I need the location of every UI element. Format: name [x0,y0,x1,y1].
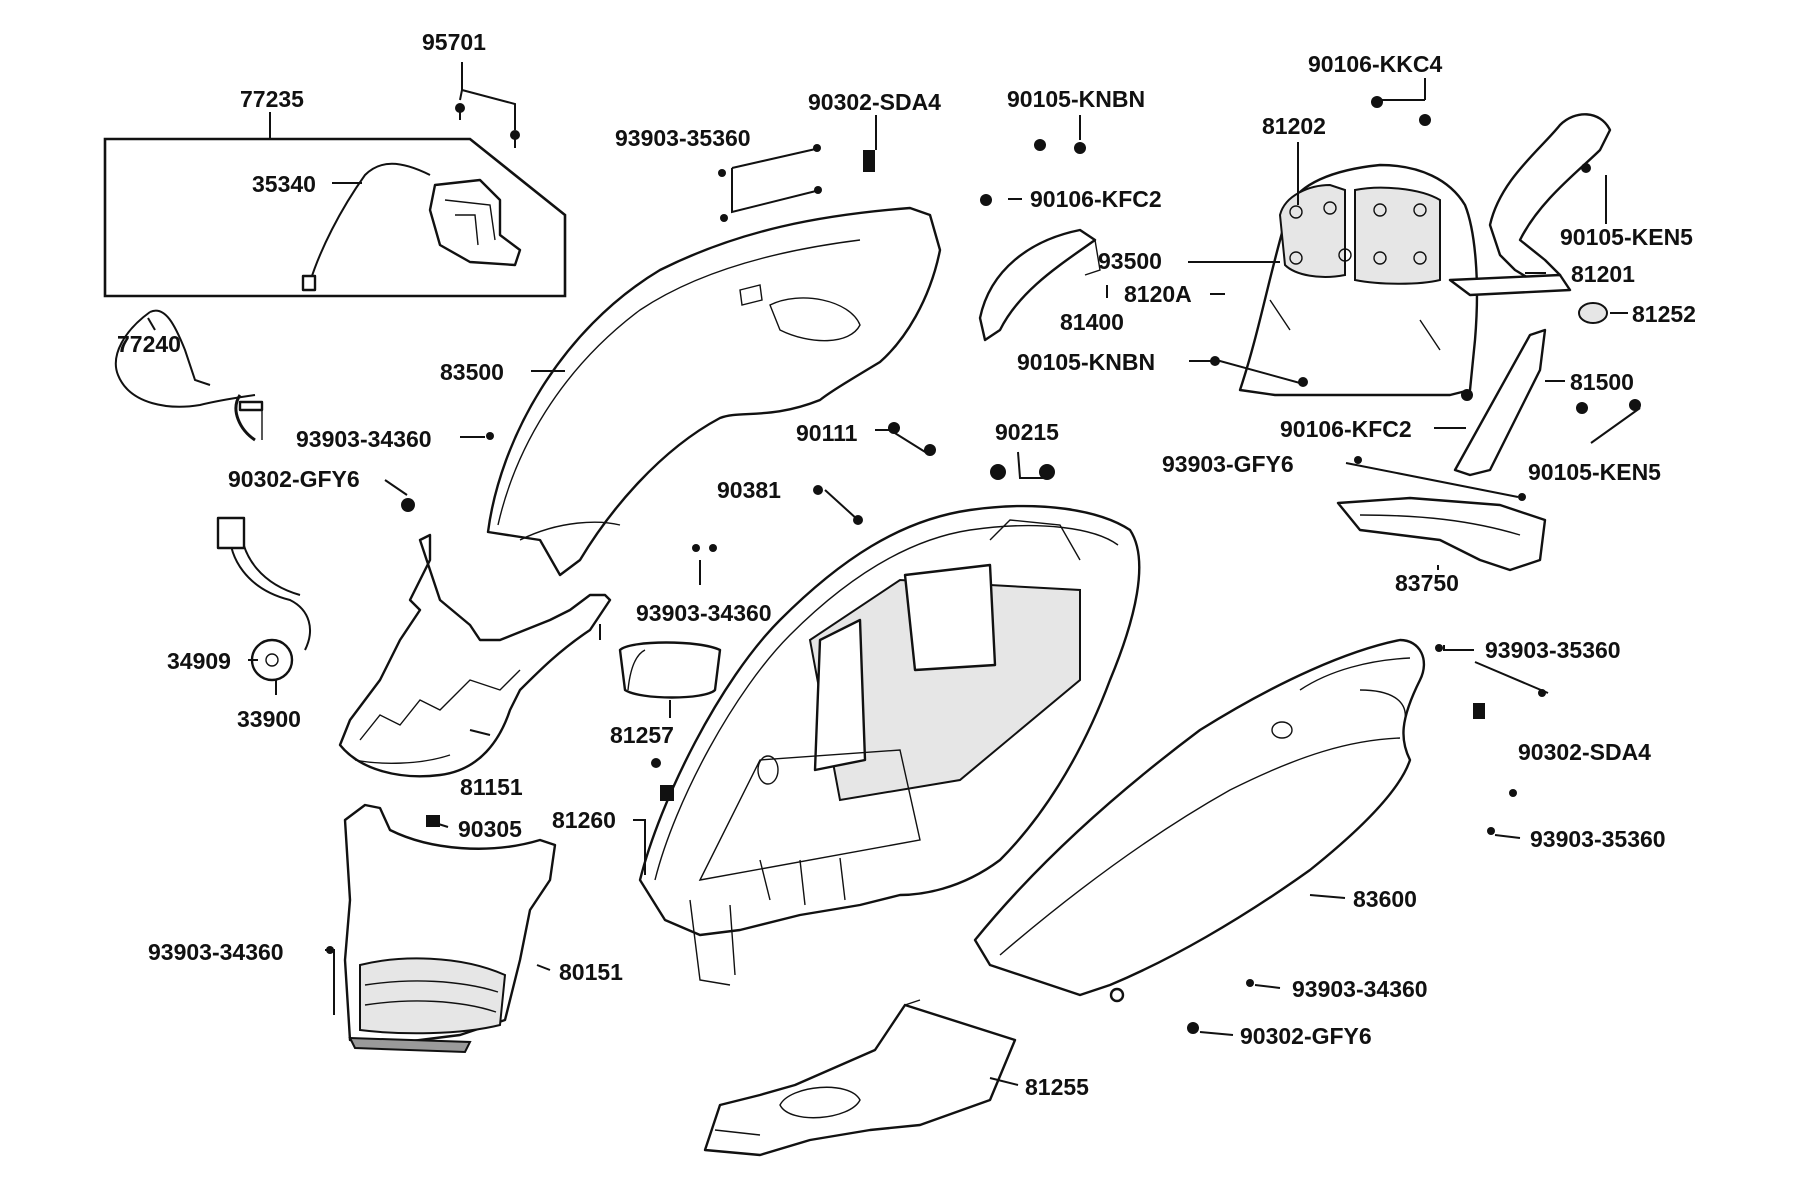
grab-handle-81400 [978,228,1101,342]
front-lower-panel-80151 [343,803,557,1054]
label-8120A: 8120A [1124,281,1192,307]
label-81151: 81151 [460,774,523,800]
label-93903-35360-a: 93903-35360 [615,125,751,151]
label-90215: 90215 [995,419,1059,445]
label-83750: 83750 [1395,570,1459,596]
label-81400: 81400 [1060,309,1124,335]
label-83500: 83500 [440,359,504,385]
label-90302-SDA4-a: 90302-SDA4 [808,89,941,115]
label-93903-34360-c: 93903-34360 [148,939,284,965]
tail-piece-83750 [1336,496,1547,572]
right-side-cover-83600 [973,638,1426,1003]
backrest-81202 [1238,163,1479,397]
cap-81252 [1578,302,1608,324]
label-93903-34360-d: 93903-34360 [1292,976,1428,1002]
part-labels: 95701 77235 35340 77240 93903-35360 9030… [117,29,1696,1100]
label-90105-KNBN-a: 90105-KNBN [1007,86,1145,112]
label-81252: 81252 [1632,301,1696,327]
label-93903-GFY6: 93903-GFY6 [1162,451,1294,477]
label-81201: 81201 [1571,261,1635,287]
label-90302-GFY6-a: 90302-GFY6 [228,466,360,492]
label-90105-KEN5-a: 90105-KEN5 [1560,224,1693,250]
label-93903-35360-c: 93903-35360 [1530,826,1666,852]
leader-lines [147,62,1641,1086]
label-33900: 33900 [237,706,301,732]
label-81260: 81260 [552,807,616,833]
luggage-box [638,504,1141,986]
label-90105-KEN5-b: 90105-KEN5 [1528,459,1661,485]
seat-lock-cable-35340 [301,162,522,292]
label-90302-SDA4-b: 90302-SDA4 [1518,739,1651,765]
label-93903-35360-b: 93903-35360 [1485,637,1621,663]
label-93500: 93500 [1098,248,1162,274]
label-81202: 81202 [1262,113,1326,139]
label-90106-KKC4: 90106-KKC4 [1308,51,1442,77]
label-77235: 77235 [240,86,304,112]
label-81257: 81257 [610,722,674,748]
label-90106-KFC2-a: 90106-KFC2 [1030,186,1162,212]
pad-81257 [618,641,722,718]
label-93903-34360-b: 93903-34360 [636,600,772,626]
left-side-cover-83500 [486,206,942,577]
label-90106-KFC2-b: 90106-KFC2 [1280,416,1412,442]
inner-panel-81151 [338,533,612,778]
rear-grip-81500 [1453,328,1547,477]
label-83600: 83600 [1353,886,1417,912]
seat-switch-34909 [216,516,311,682]
label-90111: 90111 [796,420,858,446]
label-77240: 77240 [117,331,181,357]
label-90305: 90305 [458,816,522,842]
label-93903-34360-a: 93903-34360 [296,426,432,452]
label-80151: 80151 [559,959,623,985]
label-34909: 34909 [167,648,231,674]
label-90302-GFY6-b: 90302-GFY6 [1240,1023,1372,1049]
seat-open-cable-77240 [114,309,264,442]
label-95701: 95701 [422,29,486,55]
kit-frame-77235 [103,137,567,298]
carrier-81201 [1448,113,1612,297]
fasteners [326,96,1641,1034]
label-90381: 90381 [717,477,781,503]
label-81500: 81500 [1570,369,1634,395]
label-90105-KNBN-b: 90105-KNBN [1017,349,1155,375]
label-35340: 35340 [252,171,316,197]
label-81255: 81255 [1025,1074,1089,1100]
bottom-panel-81255 [703,999,1017,1157]
